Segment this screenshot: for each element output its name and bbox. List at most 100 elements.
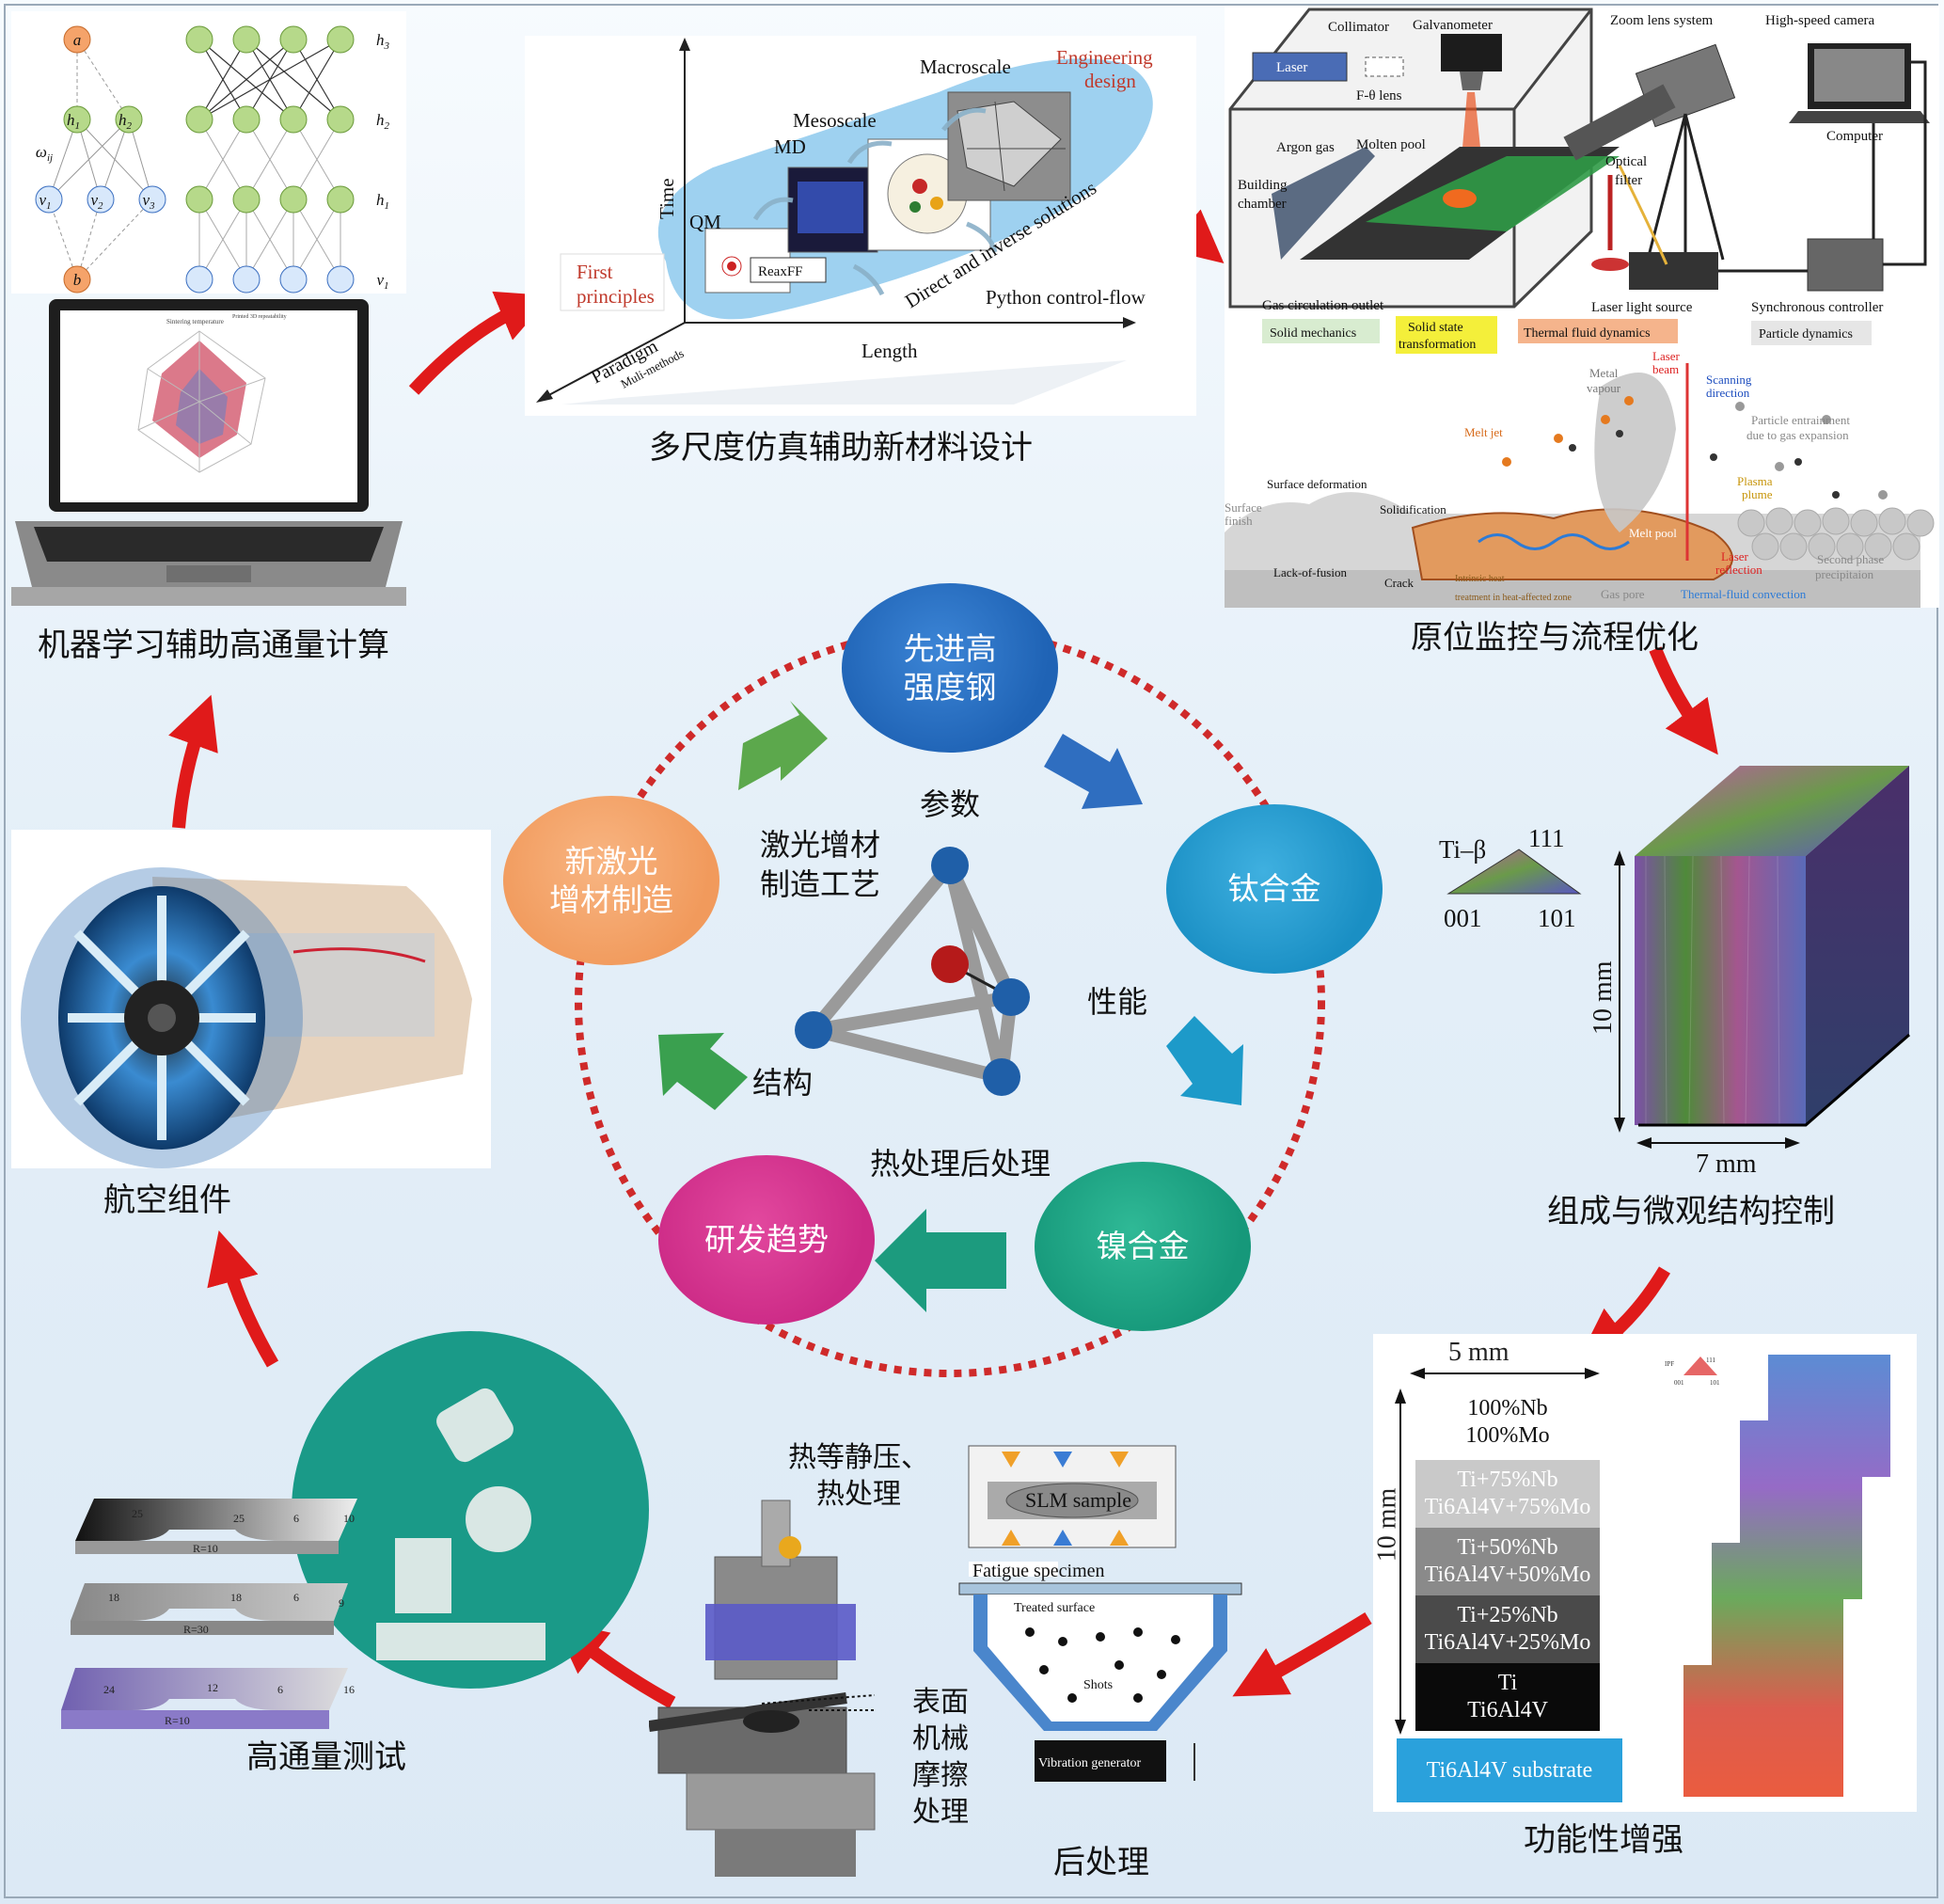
postprocess-diagram: SLM sample Fatigue specimen Treated surf… <box>648 1445 1242 1877</box>
tag-thermal-fluid: Thermal fluid dynamics <box>1524 326 1651 341</box>
melt-jet-label: Melt jet <box>1464 425 1503 439</box>
caption-aerospace: 航空组件 <box>103 1182 231 1219</box>
dogbone3-c: 6 <box>277 1683 283 1696</box>
arrow-ml-to-multiscale <box>408 291 551 395</box>
tetra-vertex-left <box>795 1011 832 1049</box>
metal-vapour-label-1: Metal <box>1589 366 1619 380</box>
tetra-vertex-top <box>931 847 969 884</box>
dogbone1-c: 6 <box>293 1512 299 1525</box>
laptop-illustration: Sintering temperature Printed 3D repeata… <box>11 299 406 606</box>
dogbone2-r: R=30 <box>183 1623 209 1636</box>
laser-beam-label-2: beam <box>1652 362 1679 376</box>
dogbone1-r: R=10 <box>193 1542 218 1555</box>
engineering-design-label-2: design <box>1084 70 1136 92</box>
arrow-grad-to-post <box>1232 1612 1372 1697</box>
mesoscale-label: Mesoscale <box>793 109 877 132</box>
dogbone3-d: 16 <box>343 1683 355 1696</box>
node-new-laser-am: 新激光 增材制造 <box>503 796 719 965</box>
label-structure: 结构 <box>752 1065 814 1101</box>
neural-net-panel: a b h1 h2 v1 v2 v3 ωij h3 h2 h1 v1 <box>11 11 406 294</box>
laser-beam-label-1: Laser <box>1652 349 1681 363</box>
intrinsic-heat-label-1: Intrinsic heat <box>1455 574 1505 584</box>
scanning-direction-label-2: direction <box>1706 386 1750 400</box>
ebsd-111-label: 111 <box>1706 1357 1715 1364</box>
arrow-teal-1 <box>1166 1016 1243 1105</box>
metal-vapour-label-2: vapour <box>1587 381 1621 395</box>
surface-deformation-label: Surface deformation <box>1267 477 1367 491</box>
label-laser-am-process: 激光增材 制造工艺 <box>760 827 881 902</box>
ipf-001-label: 001 <box>1444 904 1482 932</box>
ipf-111-label: 111 <box>1528 824 1565 852</box>
intrinsic-heat-label-2: treatment in heat-affected zone <box>1455 593 1572 603</box>
second-phase-label-2: precipitaion <box>1815 567 1874 581</box>
grad-dimension-arrows <box>1395 1368 1600 1735</box>
solidification-label: Solidification <box>1380 502 1446 516</box>
cube-height-label: 10 mm <box>1588 960 1618 1035</box>
engineering-design-label-1: Engineering <box>1056 46 1153 69</box>
dogbone-specimens: 25 25 6 10 R=10 18 18 6 9 R=30 24 12 6 1… <box>19 1494 387 1767</box>
tag-solid-state-2: transformation <box>1399 338 1476 352</box>
plasma-plume-label-2: plume <box>1742 487 1773 501</box>
arrow-monitor-to-cube <box>1649 646 1718 755</box>
cube-width-label: 7 mm <box>1696 1150 1757 1179</box>
particle-entrainment-label-2: due to gas expansion <box>1746 428 1849 442</box>
arrow-green-1 <box>738 701 828 790</box>
treated-surface-label: Treated surface <box>1014 1601 1095 1615</box>
gas-pore-label: Gas pore <box>1601 587 1645 601</box>
radar-title: Sintering temperature <box>166 318 224 325</box>
highspeed-camera-label: High-speed camera <box>1765 13 1875 28</box>
ftheta-label: F-θ lens <box>1356 88 1402 103</box>
node-titanium-alloy: 钛合金 <box>1166 804 1383 974</box>
hip-label: 热等静压、 热处理 <box>788 1441 929 1511</box>
optical-filter-label-2: filter <box>1615 173 1642 188</box>
laptop: Sintering temperature Printed 3D repeata… <box>11 294 406 613</box>
tag-solid-state-1: Solid state <box>1408 321 1463 335</box>
monitor-panel: Collimator Galvanometer Laser F-θ lens A… <box>1225 6 1939 608</box>
python-label: Python control-flow <box>986 286 1146 309</box>
label-heat-treatment: 热处理后处理 <box>870 1146 1051 1182</box>
label-params: 参数 <box>920 786 981 822</box>
particle-entrainment-label-1: Particle entrainment <box>1751 413 1850 427</box>
ebsd-101-label: 101 <box>1710 1379 1720 1387</box>
caption-microstructure: 组成与微观结构控制 <box>1547 1193 1835 1230</box>
ti-beta-label: Ti–β <box>1439 835 1486 864</box>
ebsd-ipf-label: IPF <box>1665 1360 1674 1368</box>
arrow-aero-to-ml <box>168 694 218 829</box>
sync-controller-label: Synchronous controller <box>1751 300 1883 315</box>
dogbone2-d: 9 <box>339 1596 344 1610</box>
dogbone2-a: 18 <box>108 1591 119 1604</box>
node-nickel-alloy: 镍合金 <box>1035 1162 1251 1331</box>
first-principles-label-1: First <box>577 261 613 283</box>
caption-multiscale: 多尺度仿真辅助新材料设计 <box>649 429 1033 467</box>
label-performance: 性能 <box>1087 984 1148 1020</box>
nn-label-b: b <box>73 271 82 289</box>
ebsd-map: IPF 111 001 101 <box>1665 1355 1890 1797</box>
dogbone1-b: 25 <box>233 1512 245 1525</box>
node-advanced-steel: 先进高 强度钢 <box>842 583 1058 753</box>
multiscale-diagram: QM ReaxFF MD Mesoscale Macroscale Engine… <box>536 38 1153 405</box>
radar-legend: Printed 3D repeatability <box>232 314 287 320</box>
shots-label: Shots <box>1083 1678 1113 1692</box>
tag-particle-dynamics: Particle dynamics <box>1759 327 1853 341</box>
ipf-101-label: 101 <box>1538 904 1576 932</box>
galvanometer-label: Galvanometer <box>1413 18 1493 33</box>
gas-outlet-label: Gas circulation outlet <box>1262 298 1384 313</box>
dogbone1-d: 10 <box>343 1512 355 1525</box>
surface-treatment-label: 表面 机械 摩擦 处理 <box>912 1686 969 1829</box>
jet-engine-illustration <box>21 867 472 1168</box>
vibration-generator-label: Vibration generator <box>1038 1756 1142 1770</box>
laser-reflection-label-2: reflection <box>1715 563 1762 577</box>
outer-frame <box>4 4 1938 1898</box>
caption-monitoring: 原位监控与流程优化 <box>1411 619 1699 657</box>
tetra-center-ball <box>931 945 969 983</box>
substrate-layer: Ti6Al4V substrate <box>1397 1738 1622 1802</box>
dogbone-diagram: 25 25 6 10 R=10 18 18 6 9 R=30 24 12 6 1… <box>61 1499 357 1729</box>
tetra-vertex-bottom <box>983 1058 1020 1096</box>
cube-illustration: 111 Ti–β 001 101 10 mm 7 mm <box>1439 766 1910 1179</box>
multiscale-panel: QM ReaxFF MD Mesoscale Macroscale Engine… <box>525 36 1196 416</box>
laser-reflection-label-1: Laser <box>1721 549 1749 563</box>
